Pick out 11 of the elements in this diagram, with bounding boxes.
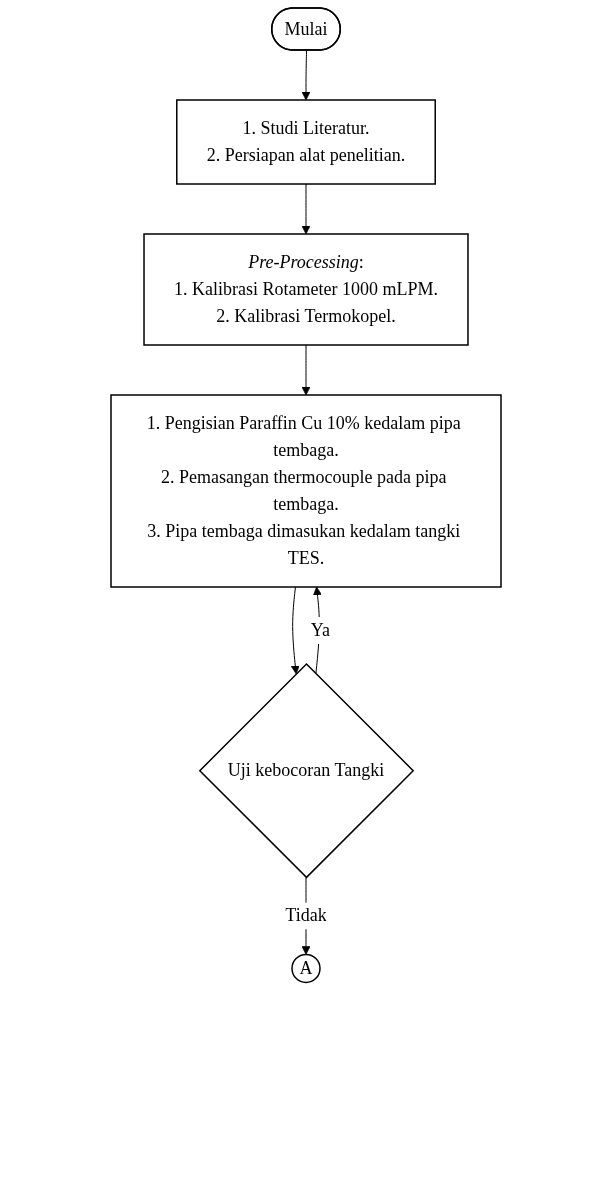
arrow bbox=[301, 50, 311, 101]
node-circle: A bbox=[291, 953, 321, 984]
node-box: 1. Studi Literatur. 2. Persiapan alat penelitian. bbox=[176, 99, 436, 185]
arrow bbox=[290, 586, 300, 675]
node-diamond: Uji kebocoran Tangki bbox=[198, 662, 415, 879]
arrow bbox=[301, 183, 311, 235]
node-box: 1. Pengisian Paraffin Cu 10% kedalam pipa tembaga. 2. Pemasangan thermocouple pada pipa tembaga. 3. Pipa tembaga dimasukan kedalam tangki TES. bbox=[110, 394, 502, 588]
edge-label: Ya bbox=[310, 619, 330, 640]
node-box: Pre-Processing: 1. Kalibrasi Rotameter 1000 mLPM. 2. Kalibrasi Termokopel. bbox=[143, 233, 469, 346]
arrow bbox=[301, 344, 311, 396]
edge-label: Tidak bbox=[285, 905, 327, 926]
